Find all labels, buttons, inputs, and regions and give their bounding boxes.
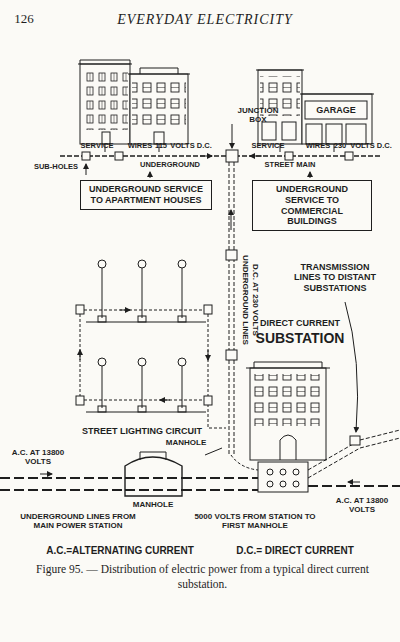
text-label: A.C. AT 13800 VOLTS [6, 448, 70, 466]
text-label: SERVICE [252, 142, 285, 151]
text-label: STREET LIGHTING CIRCUIT [82, 426, 202, 436]
figure-caption: Figure 95. — Distribution of electric po… [30, 562, 375, 592]
text-label: WIRES [306, 142, 331, 151]
text-label: D.C.= DIRECT CURRENT [236, 545, 354, 557]
text-label: MANHOLE [133, 500, 173, 509]
text-label: DIRECT CURRENT [260, 318, 340, 328]
service-box: UNDERGROUND SERVICE TO COMMERCIAL BUILDI… [252, 180, 372, 231]
text-label: 115 [155, 142, 167, 151]
text-label: SUB-HOLES [34, 163, 78, 172]
text-label: 230 [334, 142, 347, 151]
text-label: VOLTS D.C. [350, 142, 392, 151]
text-label: UNDERGROUND LINES [240, 255, 249, 345]
text-label: UNDERGROUND [140, 161, 200, 170]
text-label: JUNCTION BOX [231, 106, 285, 124]
text-label: D.C. AT 230 VOLTS [250, 264, 259, 336]
text-label: UNDERGROUND LINES FROM MAIN POWER STATIO… [14, 512, 142, 530]
text-label: 5000 VOLTS FROM STATION TO FIRST MANHOLE [185, 512, 325, 530]
text-label: TRANSMISSION LINES TO DISTANT SUBSTATION… [287, 262, 383, 293]
text-label: A.C.=ALTERNATING CURRENT [46, 545, 194, 557]
box-text: UNDERGROUND SERVICE TO COMMERCIAL BUILDI… [257, 184, 367, 227]
text-label: SUBSTATION [256, 330, 345, 346]
text-label: MANHOLE [166, 438, 206, 447]
text-label: STREET MAIN [265, 161, 316, 170]
text-label: GARAGE [316, 105, 356, 115]
text-label: SERVICE [81, 142, 114, 151]
service-box: UNDERGROUND SERVICE TO APARTMENT HOUSES [80, 180, 212, 210]
text-label: VOLTS D.C. [170, 142, 212, 151]
box-text: UNDERGROUND SERVICE TO APARTMENT HOUSES [85, 184, 207, 206]
text-label: WIRES [128, 142, 153, 151]
running-head: EVERYDAY ELECTRICITY [117, 12, 293, 28]
page-number: 126 [14, 12, 34, 27]
text-label: A.C. AT 13800 VOLTS [331, 496, 393, 514]
